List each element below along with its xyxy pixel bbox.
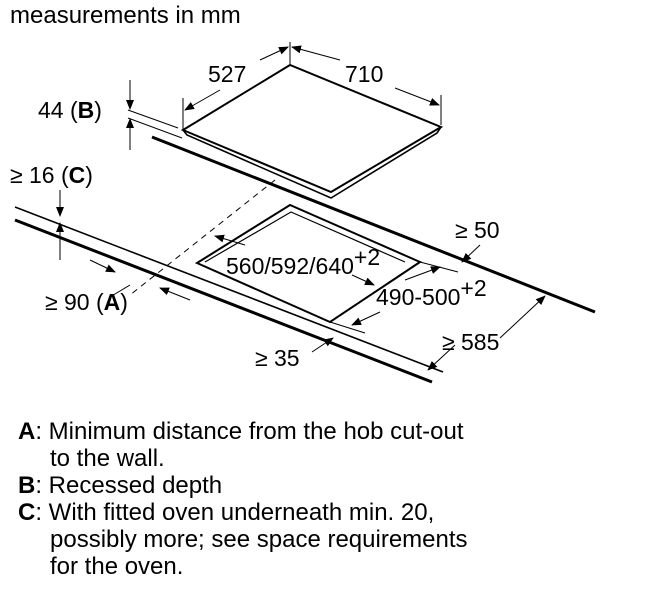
wall-line [129,179,276,296]
hob-depth-label: 527 [208,61,246,87]
installation-diagram: 527 710 44 (B) ≥ 16 (C) ≥ 50 560/592/640… [10,42,596,384]
legend-item-c-cont: possibly more; see space requirements [50,526,468,553]
oven-gap-label: ≥ 16 (C) [10,162,93,188]
worktop-front-edge-bottom [14,218,433,384]
cutout-inner [204,211,406,263]
legend-item-b: B: Recessed depth [18,472,223,499]
cutout-width-label: 560/592/640+2 [226,244,380,279]
legend-item-c: C: With fitted oven underneath min. 20, [18,499,435,526]
worktop-back-edge [151,135,596,314]
diagram-title: measurements in mm [10,2,241,29]
wall-distance-label: ≥ 90 (A) [45,289,128,315]
hob-width-label: 710 [345,61,383,87]
legend-item-a: A: Minimum distance from the hob cut-out [18,418,464,445]
recess-depth-label: 44 (B) [38,97,102,123]
front-clearance-label: ≥ 35 [255,345,300,371]
legend: A: Minimum distance from the hob cut-out… [18,418,468,580]
back-clearance-label: ≥ 50 [455,217,500,243]
legend-item-a-cont: to the wall. [50,445,165,472]
hob-edge [182,126,442,199]
worktop-depth-label: ≥ 585 [442,329,499,355]
worktop-front-edge-top [14,206,444,373]
cutout-depth-label: 490-500+2 [376,275,487,310]
legend-item-c-cont: for the oven. [50,553,184,580]
